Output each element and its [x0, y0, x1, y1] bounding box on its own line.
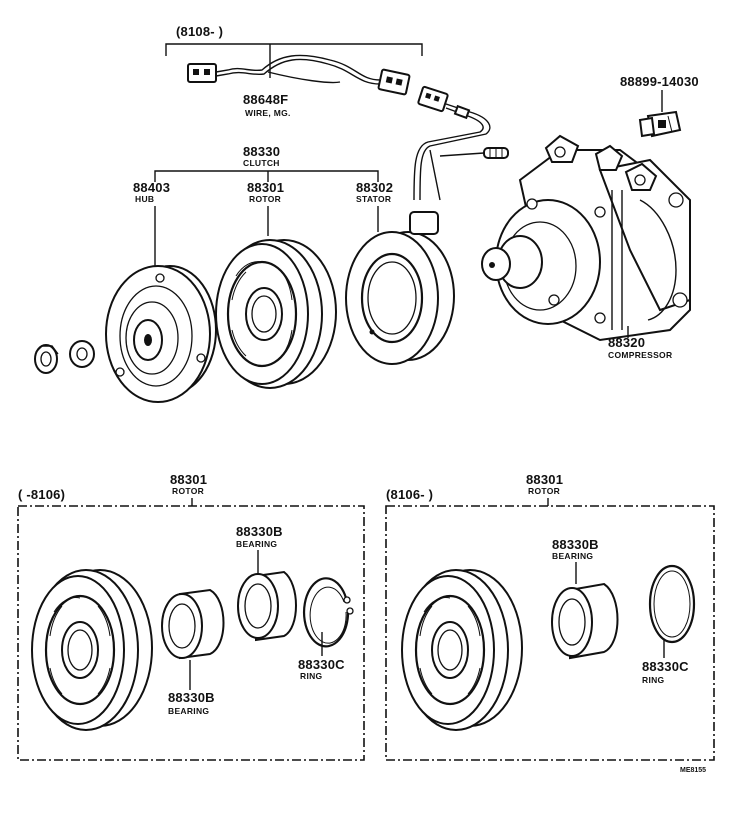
- box-right-rotor-number: 88301: [526, 472, 563, 487]
- clip-part-number: 88899-14030: [620, 74, 699, 89]
- box-left-bearing-top-caption: BEARING: [236, 539, 277, 549]
- box-left-range: ( -8106): [18, 487, 65, 502]
- box-right-bearing-caption: BEARING: [552, 551, 593, 561]
- stator-part-number: 88302: [356, 180, 393, 195]
- wire-part-number: 88648F: [243, 92, 288, 107]
- box-right-bearing-number: 88330B: [552, 537, 599, 552]
- box-left-bearing-upper-illustration: [237, 570, 297, 642]
- box-left-ring-caption: RING: [300, 671, 323, 681]
- wire-group-range: (8108- ): [176, 24, 223, 39]
- stator-caption: STATOR: [356, 194, 391, 204]
- hub-caption: HUB: [135, 194, 154, 204]
- clutch-bracket: [154, 170, 379, 182]
- box-left-bearing-bottom-caption: BEARING: [168, 706, 209, 716]
- box-left-frame: [17, 505, 365, 761]
- compressor-part-number: 88320: [608, 335, 645, 350]
- wire-harness-illustration: [187, 54, 509, 201]
- wire-group-bracket: [165, 43, 423, 56]
- nut-washer-illustration: [34, 340, 95, 374]
- box-left-bearing-lower-illustration: [161, 588, 225, 660]
- box-right-range: (8106- ): [386, 487, 433, 502]
- box-left-ring-number: 88330C: [298, 657, 345, 672]
- wire-group: (8108- ) 88648F: [165, 24, 509, 201]
- rotor-caption: ROTOR: [249, 194, 281, 204]
- box-right-rotor-illustration: [401, 569, 523, 731]
- rotor-illustration: [215, 239, 337, 389]
- box-right-rotor-caption: ROTOR: [528, 486, 560, 496]
- clutch-part-number: 88330: [243, 144, 280, 159]
- clip-illustration: [638, 110, 682, 138]
- box-left-bearing-bottom-number: 88330B: [168, 690, 215, 705]
- wire-caption: WIRE, MG.: [245, 108, 291, 118]
- clutch-caption: CLUTCH: [243, 158, 280, 168]
- box-left-bearing-top-number: 88330B: [236, 524, 283, 539]
- stator-illustration: [345, 211, 455, 365]
- box-left: ( -8106) 88301 ROTOR 88330B BEAR: [17, 472, 365, 761]
- hub-illustration: [105, 265, 217, 403]
- rotor-part-number: 88301: [247, 180, 284, 195]
- box-right: (8106- ) 88301 ROTOR 88330B BEARING: [385, 472, 715, 761]
- box-left-rotor-number: 88301: [170, 472, 207, 487]
- box-left-rotor-illustration: [31, 569, 153, 731]
- box-right-frame: [385, 505, 715, 761]
- diagram-code: ME8155: [680, 767, 706, 774]
- hub-part-number: 88403: [133, 180, 170, 195]
- clutch-group: 88330 CLUTCH 88403 HUB 88301 ROTOR 88302…: [133, 144, 393, 272]
- box-left-rotor-caption: ROTOR: [172, 486, 204, 496]
- box-left-ring-illustration: [302, 577, 354, 648]
- clip-group: 88899-14030: [620, 74, 699, 138]
- box-right-ring-illustration: [648, 564, 696, 644]
- box-right-ring-number: 88330C: [642, 659, 689, 674]
- box-right-ring-caption: RING: [642, 675, 665, 685]
- compressor-illustration: [481, 134, 691, 342]
- box-right-bearing-illustration: [551, 582, 619, 660]
- compressor-caption: COMPRESSOR: [608, 350, 672, 360]
